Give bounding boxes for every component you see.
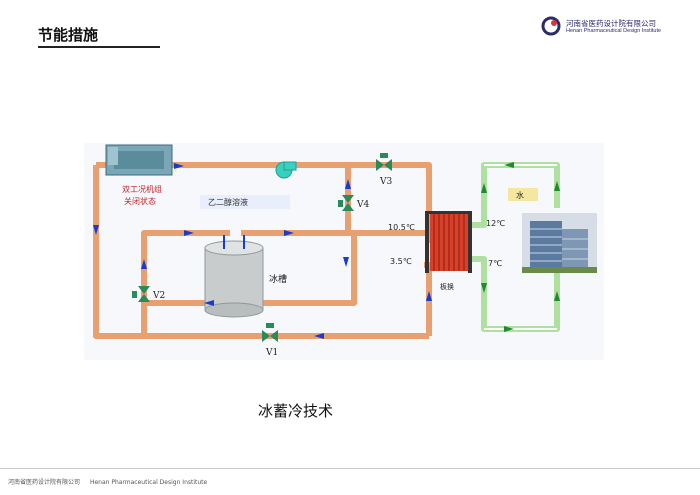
footer-company-en: Henan Pharmaceutical Design Institute xyxy=(89,479,208,486)
diagram-caption: 冰蓄冷技术 xyxy=(258,402,334,420)
ice-tank xyxy=(204,235,264,318)
chiller-label-line2: 关闭状态 xyxy=(124,196,156,206)
flow-arrow-11 xyxy=(504,162,514,168)
ice-storage-diagram: 双工况机组 关闭状态 乙二醇溶液 冰槽 V1 V2 V3 V4 xyxy=(84,143,604,360)
temp-cold-out: 3.5℃ xyxy=(390,257,412,266)
flow-arrow-16 xyxy=(504,326,514,332)
chiller-label-line1: 双工况机组 xyxy=(122,184,162,194)
flow-arrow-13 xyxy=(554,181,560,191)
water-flow-arrows xyxy=(481,162,560,332)
ice-tank-label: 冰槽 xyxy=(269,273,287,285)
valve-v4-label: V4 xyxy=(356,200,369,210)
valve-v1-label: V1 xyxy=(265,348,278,358)
glycol-label: 乙二醇溶液 xyxy=(208,197,248,207)
flow-arrow-9 xyxy=(141,259,147,269)
flow-arrow-14 xyxy=(481,283,487,293)
temp-water-in: 12℃ xyxy=(486,219,505,228)
flow-arrow-15 xyxy=(554,291,560,301)
water-pipes-inner xyxy=(484,164,557,330)
plate-heat-exchanger xyxy=(425,211,472,273)
company-logo: 河南省医药设计院有限公司 Henan Pharmaceutical Design… xyxy=(541,14,691,40)
building-image xyxy=(522,213,597,273)
footer-company-cn: 河南省医药设计院有限公司 xyxy=(8,479,81,486)
glycol-label-box xyxy=(200,195,290,209)
valve-v1-icon[interactable] xyxy=(262,323,278,342)
water-label: 水 xyxy=(516,190,524,200)
flow-arrow-10 xyxy=(314,333,324,339)
title-underline xyxy=(38,46,160,48)
valve-v3-icon[interactable] xyxy=(376,153,392,171)
flow-arrow-12 xyxy=(481,183,487,193)
valve-v3-label: V3 xyxy=(379,177,392,187)
flow-arrow-4 xyxy=(284,230,294,236)
footer: 河南省医药设计院有限公司 Henan Pharmaceutical Design… xyxy=(8,477,215,486)
flow-arrow-8 xyxy=(204,300,214,306)
temp-hot-in: 10.5℃ xyxy=(388,223,415,232)
logo-company-name-cn: 河南省医药设计院有限公司 xyxy=(566,19,656,28)
flow-arrow-6 xyxy=(345,179,351,189)
flow-arrow-7 xyxy=(426,291,432,301)
flow-arrow-3 xyxy=(184,230,194,236)
flow-arrow-1 xyxy=(174,163,184,169)
temp-water-out: 7℃ xyxy=(488,259,502,268)
pump-icon xyxy=(275,161,297,179)
flow-arrow-2 xyxy=(93,225,99,235)
heat-exchanger-label: 板换 xyxy=(440,282,454,291)
valve-v2-label: V2 xyxy=(152,291,165,301)
valve-v2-icon[interactable] xyxy=(132,286,150,302)
logo-mark-icon xyxy=(541,16,561,36)
chiller-unit xyxy=(105,144,173,176)
footer-divider xyxy=(0,468,700,469)
page-title: 节能措施 xyxy=(38,26,99,44)
valve-v4-icon[interactable] xyxy=(338,195,354,211)
logo-company-name-en: Henan Pharmaceutical Design Institute xyxy=(566,28,662,34)
water-label-box xyxy=(508,188,538,201)
glycol-flow-arrows xyxy=(93,163,432,339)
flow-arrow-5 xyxy=(343,257,349,267)
